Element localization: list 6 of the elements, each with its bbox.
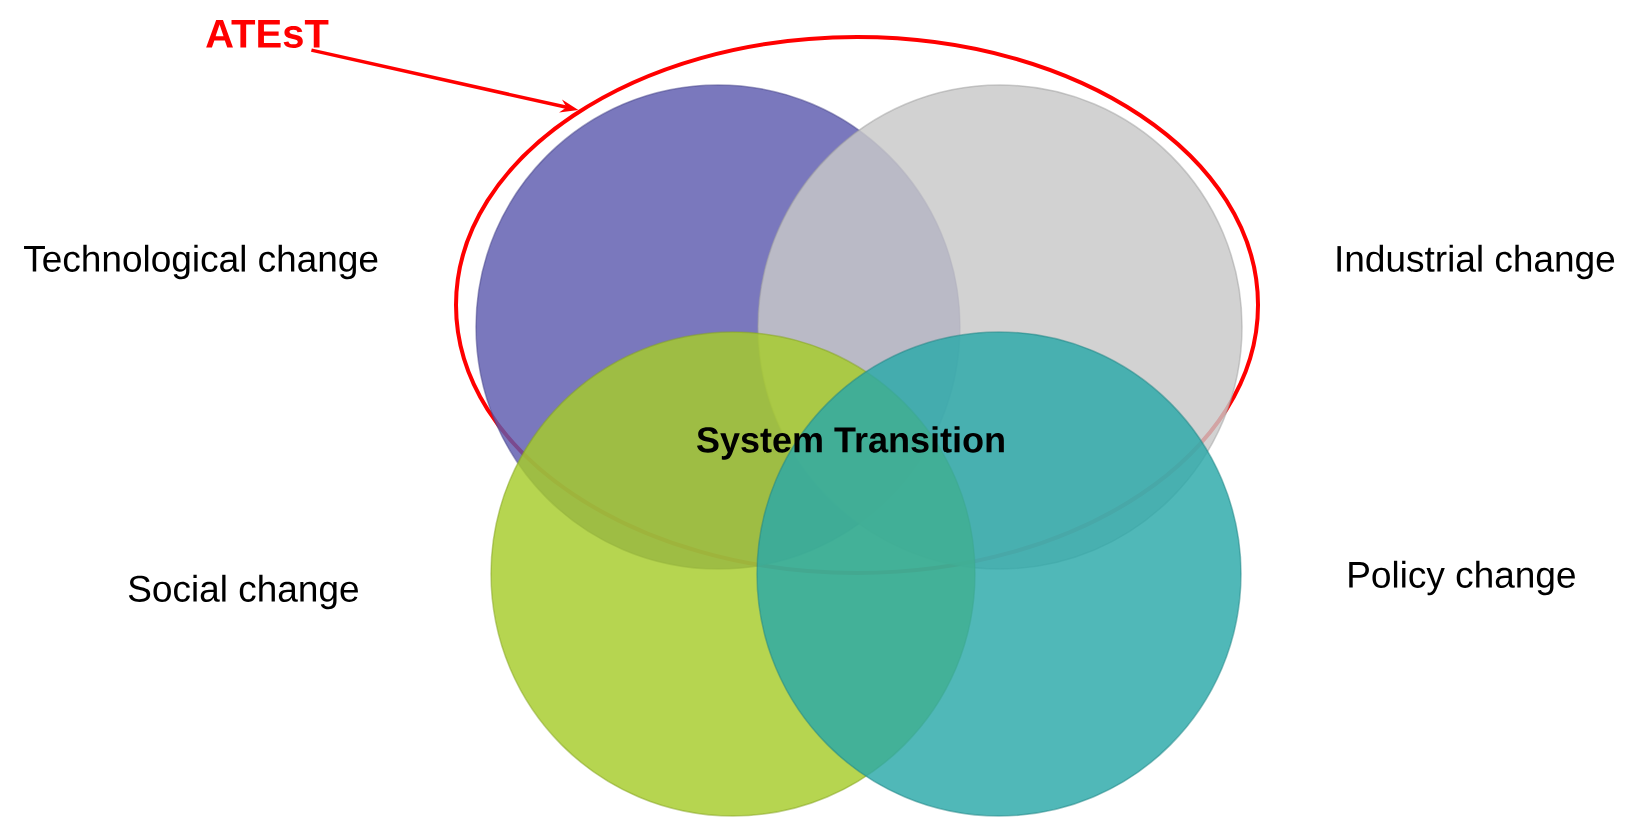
title-label: ATEsT — [206, 20, 329, 48]
circle-label: Industrial change — [1337, 244, 1615, 280]
center-label: System Transition — [697, 426, 1004, 460]
circle-label: Social change — [128, 574, 358, 610]
circle-label: Technological change — [24, 244, 378, 280]
circle-label: Policy change — [1349, 560, 1575, 596]
